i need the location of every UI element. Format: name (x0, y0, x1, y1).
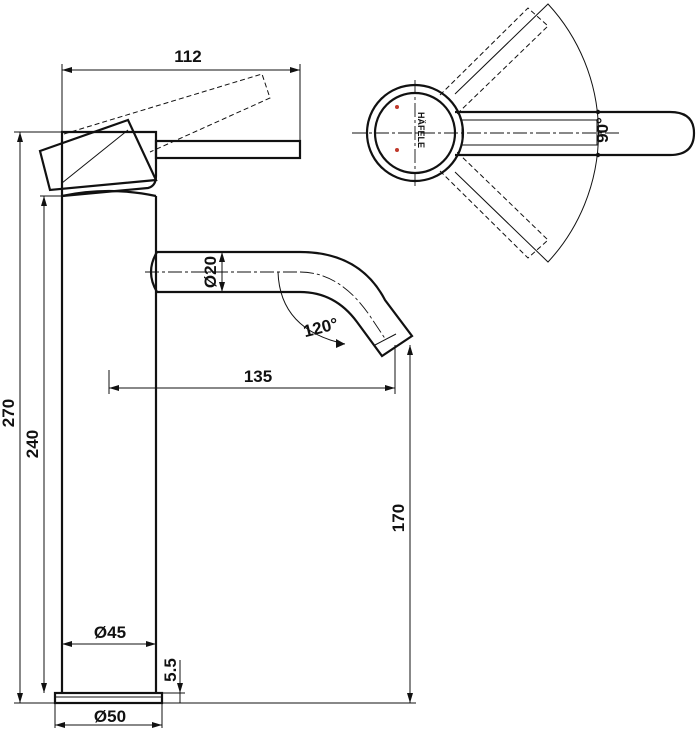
lever-sweep-sector (454, 3, 599, 263)
label-base-thickness: 5.5 (161, 658, 180, 682)
handle-housing (60, 130, 158, 198)
label-112: 112 (174, 47, 201, 66)
swivel-angle-arc (277, 271, 346, 345)
spout (157, 250, 414, 358)
faucet-side-view (38, 73, 414, 705)
dim-112 (61, 64, 301, 141)
hot-indicator-dot (395, 148, 399, 152)
faucet-top-view (352, 3, 696, 263)
dim-270 (14, 131, 62, 704)
top-lever (455, 110, 696, 157)
brand-logo: HÄFELE (416, 112, 426, 148)
dim-170 (162, 345, 416, 704)
lever-closed (154, 139, 302, 160)
label-240: 240 (23, 430, 42, 458)
label-swivel-angle: 120° (301, 314, 340, 341)
cold-indicator-dot (395, 105, 399, 109)
dim-spout-dia (219, 252, 225, 292)
dim-body-dia (62, 641, 156, 647)
label-body-dia: Ø45 (94, 623, 126, 642)
label-270: 270 (0, 399, 18, 427)
dim-base-dia (54, 703, 163, 728)
label-135: 135 (244, 367, 272, 386)
dim-135 (108, 345, 396, 394)
dim-240 (40, 195, 62, 693)
lever-tilted (38, 118, 158, 192)
dim-base-thickness (162, 660, 185, 703)
lever-open-dashed (63, 73, 271, 153)
label-lever-angle: 90° (593, 117, 612, 143)
base-plate (53, 691, 164, 705)
label-170: 170 (389, 504, 408, 532)
label-spout-dia: Ø20 (201, 256, 220, 288)
label-base-dia: Ø50 (94, 707, 126, 726)
